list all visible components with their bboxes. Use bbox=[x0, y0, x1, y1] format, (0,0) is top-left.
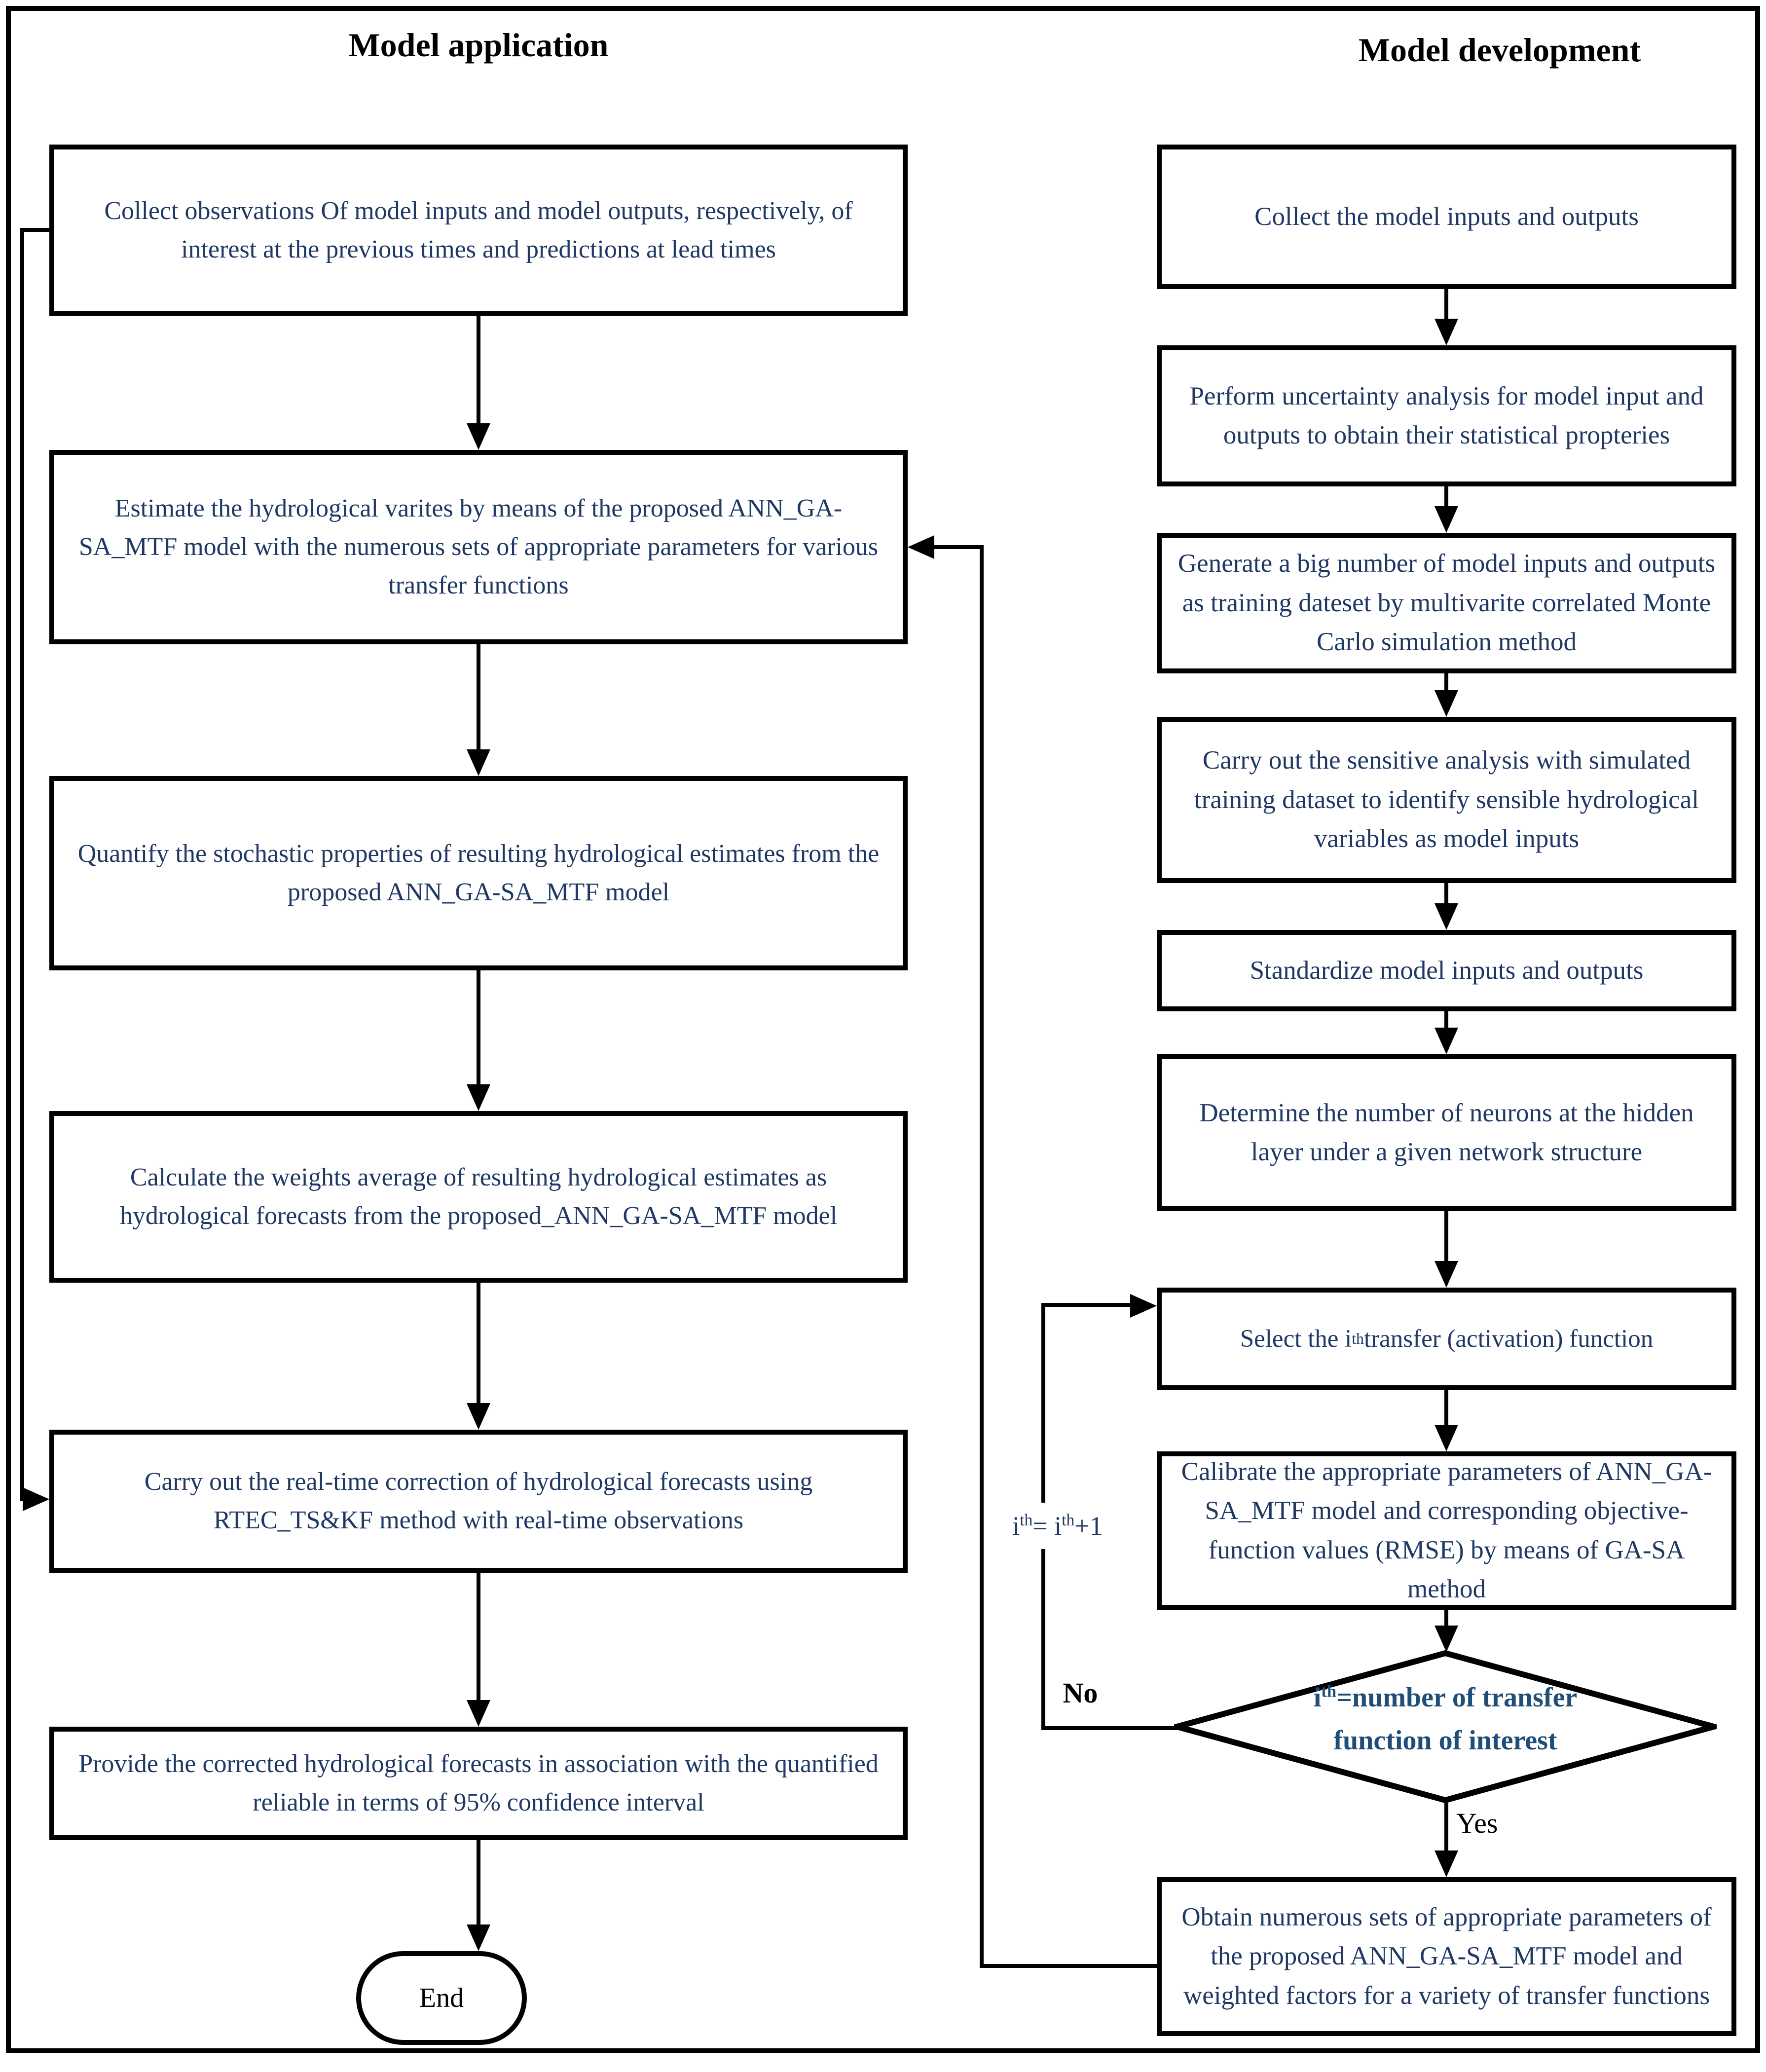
connector-generate-to-sensitivity bbox=[1444, 671, 1448, 692]
connector-decision-yes-to-obtain bbox=[1444, 1799, 1448, 1852]
step-standardize-inputs-outputs: Standardize model inputs and outputs bbox=[1157, 930, 1736, 1011]
outer-frame bbox=[6, 6, 1760, 2053]
arrowhead-feedback-into-correction bbox=[23, 1487, 49, 1511]
connector-provide-to-end bbox=[477, 1838, 480, 1926]
decision-transfer-function-count: ith=number of transfer function of inter… bbox=[1313, 1681, 1578, 1756]
arrowhead-standardize-to-determine bbox=[1435, 1028, 1458, 1054]
yes-label: Yes bbox=[1456, 1807, 1498, 1839]
step-obtain-parameter-sets: Obtain numerous sets of appropriate para… bbox=[1157, 1877, 1736, 2036]
connector-observations-feedback-top bbox=[20, 228, 53, 232]
end-terminator: End bbox=[356, 1951, 527, 2045]
arrowhead-collect-to-uncertainty bbox=[1435, 319, 1458, 345]
connector-no-branch-horizontal bbox=[1041, 1726, 1177, 1730]
connector-obtain-feedback-top bbox=[931, 545, 984, 549]
step-sensitivity-analysis: Carry out the sensitive analysis with si… bbox=[1157, 717, 1736, 883]
connector-determine-to-select bbox=[1444, 1209, 1448, 1263]
step-real-time-correction: Carry out the real-time correction of hy… bbox=[49, 1430, 908, 1573]
connector-estimate-to-quantify bbox=[477, 642, 480, 751]
arrowhead-decision-yes-to-obtain bbox=[1435, 1850, 1458, 1877]
column-title-model-development: Model development bbox=[1358, 31, 1641, 69]
connector-calculate-to-correction bbox=[477, 1281, 480, 1405]
connector-no-branch-top bbox=[1041, 1303, 1133, 1307]
step-uncertainty-analysis: Perform uncertainty analysis for model i… bbox=[1157, 345, 1736, 486]
arrowhead-provide-to-end bbox=[467, 1924, 490, 1951]
no-label: No bbox=[1063, 1677, 1098, 1709]
step-collect-inputs-outputs: Collect the model inputs and outputs bbox=[1157, 145, 1736, 289]
arrowhead-correction-to-provide bbox=[467, 1700, 490, 1727]
step-monte-carlo-generation: Generate a big number of model inputs an… bbox=[1157, 533, 1736, 673]
decision-diamond-outline bbox=[1174, 1650, 1717, 1803]
connector-correction-to-provide bbox=[477, 1571, 480, 1702]
arrowhead-select-to-calibrate bbox=[1435, 1425, 1458, 1451]
connector-collect-to-estimate bbox=[477, 314, 480, 425]
connector-collect-to-uncertainty bbox=[1444, 287, 1448, 321]
step-collect-observations: Collect observations Of model inputs and… bbox=[49, 145, 908, 316]
arrowhead-estimate-to-quantify bbox=[467, 749, 490, 776]
connector-sensitivity-to-standardize bbox=[1444, 881, 1448, 905]
decision-diamond-shape bbox=[1174, 1650, 1717, 1803]
step-calculate-weighted-average: Calculate the weights average of resulti… bbox=[49, 1111, 908, 1283]
connector-calibrate-to-decision bbox=[1444, 1608, 1448, 1628]
connector-quantify-to-calculate bbox=[477, 968, 480, 1086]
arrowhead-determine-to-select bbox=[1435, 1261, 1458, 1288]
connector-obtain-feedback-bottom bbox=[980, 1964, 1157, 1968]
step-provide-corrected-forecasts: Provide the corrected hydrological forec… bbox=[49, 1727, 908, 1840]
connector-standardize-to-determine bbox=[1444, 1009, 1448, 1032]
iteration-increment-label: ith= ith+1 bbox=[993, 1503, 1123, 1549]
arrowhead-collect-to-estimate bbox=[467, 423, 490, 450]
connector-select-to-calibrate bbox=[1444, 1388, 1448, 1426]
step-estimate-hydrological-variates: Estimate the hydrological varites by mea… bbox=[49, 450, 908, 644]
arrowhead-calculate-to-correction bbox=[467, 1403, 490, 1430]
arrowhead-calibrate-to-decision bbox=[1435, 1626, 1458, 1652]
arrowhead-feedback-into-estimate bbox=[908, 535, 934, 559]
connector-uncertainty-to-generate bbox=[1444, 484, 1448, 508]
arrowhead-no-branch-into-select bbox=[1130, 1294, 1157, 1318]
step-determine-hidden-neurons: Determine the number of neurons at the h… bbox=[1157, 1054, 1736, 1211]
arrowhead-generate-to-sensitivity bbox=[1435, 690, 1458, 717]
arrowhead-uncertainty-to-generate bbox=[1435, 506, 1458, 533]
connector-obtain-feedback-vertical bbox=[980, 545, 984, 1968]
connector-observations-feedback-vertical bbox=[20, 228, 24, 1501]
arrowhead-quantify-to-calculate bbox=[467, 1084, 490, 1111]
arrowhead-sensitivity-to-standardize bbox=[1435, 903, 1458, 930]
step-quantify-stochastic-properties: Quantify the stochastic properties of re… bbox=[49, 776, 908, 970]
column-title-model-application: Model application bbox=[348, 26, 609, 64]
step-calibrate-parameters: Calibrate the appropriate parameters of … bbox=[1157, 1451, 1736, 1610]
